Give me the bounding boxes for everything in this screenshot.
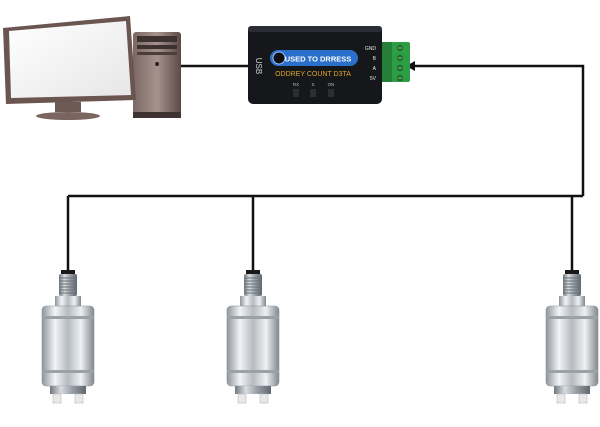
pc-tower: [133, 32, 181, 118]
pin-label-b: B: [373, 56, 377, 62]
led-label-rx: RX: [293, 82, 299, 87]
computer: [3, 16, 181, 120]
pressure-sensor-3: [545, 269, 599, 404]
converter-to-bus-wire: [414, 64, 585, 196]
terminal-block: [382, 42, 410, 82]
pressure-sensor-2: [226, 269, 280, 404]
brand-badge: [270, 50, 358, 66]
usb-rs485-converter: USB USED TO DRRESS ODDREY COUNT D3TA RX …: [248, 26, 410, 104]
led-label-s: S: [311, 82, 314, 87]
pin-label-a: A: [373, 66, 377, 72]
brand-label: USED TO DRRESS: [285, 55, 352, 64]
led-label-on: ON: [328, 82, 335, 87]
pin-label-5v: 5V: [370, 76, 377, 82]
subtitle-label: ODDREY COUNT D3TA: [275, 71, 351, 78]
wiring: [66, 64, 585, 270]
logo-icon: [272, 51, 286, 65]
monitor: [3, 16, 136, 120]
pin-label-gnd: GND: [365, 46, 377, 52]
pressure-sensor-1: [41, 269, 95, 404]
led-rx-icon: [293, 89, 299, 97]
converter-side-label: USB: [254, 58, 263, 74]
led-on-icon: [328, 89, 334, 97]
arrow-icon: [406, 61, 415, 71]
led-s-icon: [310, 89, 316, 97]
